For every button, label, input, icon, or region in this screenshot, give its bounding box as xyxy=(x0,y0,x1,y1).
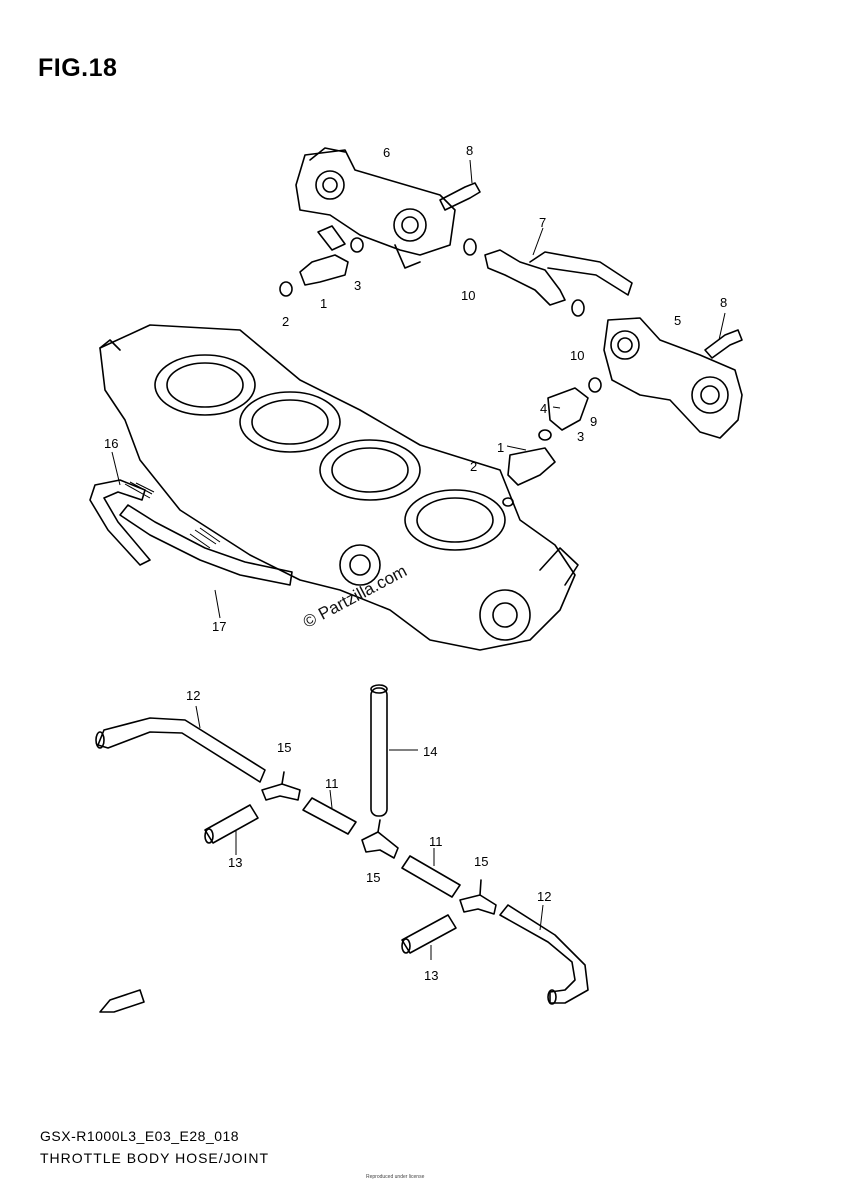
hose-16[interactable] xyxy=(89,479,155,566)
callout-15-b: 15 xyxy=(366,870,380,885)
callout-11-b: 11 xyxy=(429,834,443,849)
callout-16: 16 xyxy=(104,436,118,451)
callout-12-left: 12 xyxy=(186,688,200,703)
callout-15-c: 15 xyxy=(474,854,488,869)
hose-12-left[interactable] xyxy=(95,717,266,783)
fwd-label: FWD xyxy=(116,996,133,1008)
fuel-rail-lower[interactable] xyxy=(603,317,743,439)
figure-name: THROTTLE BODY HOSE/JOINT xyxy=(40,1150,270,1166)
fwd-arrow: FWD xyxy=(99,989,145,1013)
callouts: 6 8 7 3 1 2 10 10 5 8 4 9 3 1 2 16 17 12… xyxy=(104,143,727,983)
callout-2-upper: 2 xyxy=(282,314,289,329)
callout-7: 7 xyxy=(539,215,546,230)
figure-title: FIG.18 xyxy=(38,54,118,82)
bolt-upper[interactable] xyxy=(439,159,481,211)
callout-4: 4 xyxy=(540,401,547,416)
callout-5: 5 xyxy=(674,313,681,328)
throttle-body[interactable] xyxy=(99,324,579,651)
callout-8-upper: 8 xyxy=(466,143,473,158)
callout-6: 6 xyxy=(383,145,390,160)
hose-17[interactable] xyxy=(119,504,293,586)
joint-15-a[interactable] xyxy=(261,771,301,801)
leader-lines xyxy=(111,227,726,960)
callout-1-lower: 1 xyxy=(497,440,504,455)
injector-upper[interactable] xyxy=(279,225,364,297)
callout-17: 17 xyxy=(212,619,226,634)
hose-11-a[interactable] xyxy=(302,797,357,835)
callout-12-right: 12 xyxy=(537,889,551,904)
hose-14[interactable] xyxy=(370,684,388,817)
hose-12-right[interactable] xyxy=(499,904,589,1005)
callout-11-a: 11 xyxy=(325,776,339,791)
callout-10-lower: 10 xyxy=(570,348,584,363)
callout-8-lower: 8 xyxy=(720,295,727,310)
joint-15-c[interactable] xyxy=(459,879,497,915)
callout-13-b: 13 xyxy=(424,968,438,983)
callout-1-upper: 1 xyxy=(320,296,327,311)
callout-2-lower: 2 xyxy=(470,459,477,474)
callout-13-a: 13 xyxy=(228,855,242,870)
bolt-lower[interactable] xyxy=(704,329,743,359)
callout-15-a: 15 xyxy=(277,740,291,755)
injector-lower[interactable] xyxy=(502,377,602,507)
hose-13-b[interactable] xyxy=(401,914,457,954)
callout-9: 9 xyxy=(590,414,597,429)
fuel-rail-upper[interactable] xyxy=(295,147,456,269)
figure-code: GSX-R1000L3_E03_E28_018 xyxy=(40,1128,240,1144)
callout-3-upper: 3 xyxy=(354,278,361,293)
hose-11-b[interactable] xyxy=(401,855,461,898)
footnote: Reproduced under license xyxy=(366,1174,425,1180)
delivery-pipe[interactable] xyxy=(463,238,633,317)
callout-14: 14 xyxy=(423,744,437,759)
hose-13-a[interactable] xyxy=(204,804,259,844)
joint-15-b[interactable] xyxy=(361,819,399,859)
callout-3-lower: 3 xyxy=(577,429,584,444)
callout-10-upper: 10 xyxy=(461,288,475,303)
